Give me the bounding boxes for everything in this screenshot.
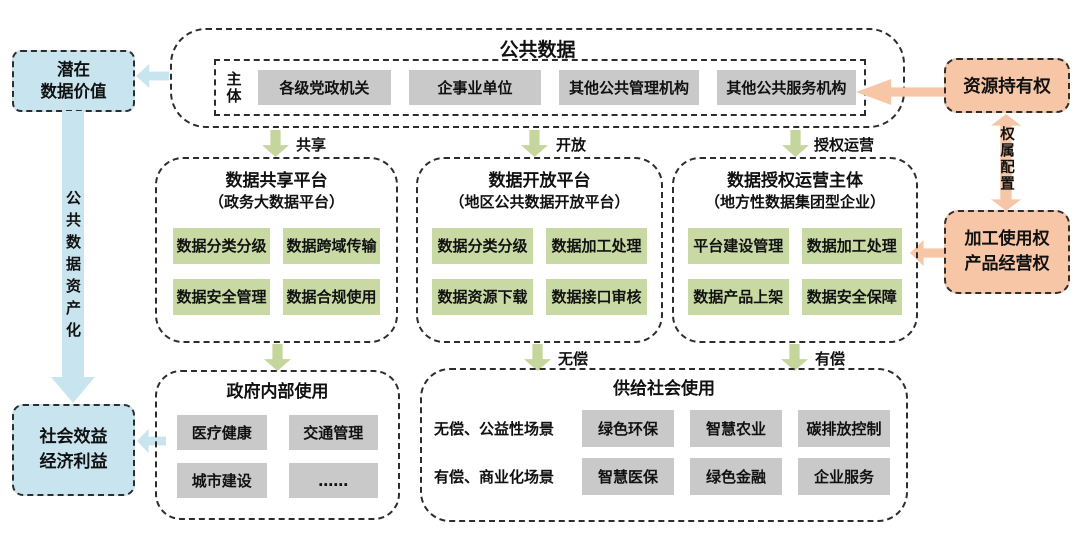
platform-subtitle: （地区公共数据开放平台） (449, 193, 630, 212)
social-supply-row-paid: 有偿、商业化场景 智慧医保 绿色金融 企业服务 (434, 458, 890, 496)
authorized-operation-flow-label: 授权运营 (814, 136, 875, 154)
platform-title: 数据共享平台 (225, 171, 328, 191)
scenario-box: 碳排放控制 (798, 410, 890, 448)
gov-use-down-arrow-icon (264, 344, 291, 371)
authorized-operation-down-arrow-icon (782, 130, 809, 157)
capability-box: 数据安全保障 (801, 278, 902, 315)
share-down-arrow-icon (262, 130, 289, 157)
assetization-label: 公共数据资产化 (64, 190, 82, 344)
subject-entities-row: 各级党政机关 企事业单位 其他公共管理机构 其他公共服务机构 (258, 70, 856, 105)
capability-box: 数据跨域传输 (283, 227, 380, 264)
potential-value-box: 潜在 数据价值 (12, 50, 135, 112)
social-supply-row-free: 无偿、公益性场景 绿色环保 智慧农业 碳排放控制 (434, 410, 890, 448)
capability-box: 数据安全管理 (173, 278, 270, 315)
subjects-box: 主体 各级党政机关 企事业单位 其他公共管理机构 其他公共服务机构 (214, 59, 866, 116)
assetization-arrowhead-icon (51, 377, 95, 403)
value-flow-left-arrow-icon (136, 64, 169, 88)
platform-box-authorized: 数据授权运营主体 （地方性数据集团型企业） 平台建设管理 数据加工处理 数据产品… (672, 157, 918, 343)
open-down-arrow-icon (521, 130, 548, 157)
platform-subtitle: （政务大数据平台） (208, 193, 344, 212)
potential-value-line1: 潜在 (57, 59, 90, 79)
platform-items: 数据分类分级 数据加工处理 数据资源下载 数据接口审核 (432, 227, 647, 315)
scenario-box: 城市建设 (177, 463, 267, 499)
capability-box: 数据分类分级 (173, 227, 270, 264)
platform-box-open: 数据开放平台 （地区公共数据开放平台） 数据分类分级 数据加工处理 数据资源下载… (416, 157, 663, 343)
government-use-box: 政府内部使用 医疗健康 交通管理 城市建设 …… (155, 370, 400, 520)
capability-box: 数据接口审核 (546, 278, 647, 315)
entity-box: 企事业单位 (408, 70, 542, 105)
public-data-title: 公共数据 (499, 39, 576, 61)
scenario-box: 绿色金融 (690, 458, 782, 496)
public-data-box: 公共数据 主体 各级党政机关 企事业单位 其他公共管理机构 其他公共服务机构 (170, 28, 905, 128)
capability-box: 数据分类分级 (432, 227, 533, 264)
platform-title: 数据开放平台 (488, 171, 591, 191)
platform-items: 数据分类分级 数据跨域传输 数据安全管理 数据合规使用 (173, 227, 380, 315)
government-use-items: 医疗健康 交通管理 城市建设 …… (177, 415, 378, 499)
platform-subtitle: （地方性数据集团型企业） (704, 193, 885, 212)
paid-down-arrow-icon (781, 344, 808, 371)
benefit-line1: 社会效益 (39, 426, 108, 447)
resource-right-box: 资源持有权 (944, 58, 1070, 113)
open-flow-label: 开放 (556, 136, 587, 154)
entity-box: 各级党政机关 (258, 70, 391, 105)
benefit-line2: 经济利益 (39, 452, 108, 472)
potential-value-line2: 数据价值 (40, 82, 107, 101)
capability-box: 数据产品上架 (688, 278, 789, 315)
capability-box: 数据加工处理 (801, 227, 902, 264)
capability-box: 数据资源下载 (432, 278, 533, 315)
scenario-box: 智慧农业 (690, 410, 782, 448)
free-flow-label: 无偿 (558, 350, 589, 368)
capability-box: 平台建设管理 (688, 227, 789, 264)
scenario-box: 企业服务 (798, 458, 890, 496)
share-flow-label: 共享 (296, 136, 327, 154)
platform-items: 平台建设管理 数据加工处理 数据产品上架 数据安全保障 (688, 227, 902, 315)
entity-box: 其他公共管理机构 (559, 70, 699, 105)
subject-label: 主体 (224, 70, 243, 105)
benefit-box: 社会效益 经济利益 (12, 404, 135, 496)
paid-flow-label: 有偿 (815, 350, 846, 368)
scenario-box: 医疗健康 (177, 415, 267, 451)
scenario-box: …… (288, 463, 378, 499)
free-down-arrow-icon (524, 344, 551, 371)
platform-box-share: 数据共享平台 （政务大数据平台） 数据分类分级 数据跨域传输 数据安全管理 数据… (155, 157, 398, 343)
usage-right-line1: 加工使用权 (964, 228, 1050, 249)
row-label: 有偿、商业化场景 (434, 468, 555, 487)
allocation-label: 权属配置 (998, 126, 1014, 192)
government-use-title: 政府内部使用 (226, 382, 329, 402)
usage-right-line2: 产品经营权 (964, 254, 1050, 274)
platform-title: 数据授权运营主体 (727, 171, 863, 191)
row-label: 无偿、公益性场景 (434, 420, 555, 439)
scenario-box: 绿色环保 (582, 410, 674, 448)
social-supply-title: 供给社会使用 (613, 379, 715, 399)
social-supply-box: 供给社会使用 无偿、公益性场景 绿色环保 智慧农业 碳排放控制 有偿、商业化场景… (420, 368, 908, 522)
assetization-band (62, 111, 84, 378)
scenario-box: 智慧医保 (582, 458, 674, 496)
entity-box: 其他公共服务机构 (716, 70, 856, 105)
scenario-box: 交通管理 (288, 415, 378, 451)
capability-box: 数据合规使用 (283, 278, 380, 315)
usage-right-box: 加工使用权 产品经营权 (944, 210, 1070, 294)
capability-box: 数据加工处理 (546, 227, 647, 264)
